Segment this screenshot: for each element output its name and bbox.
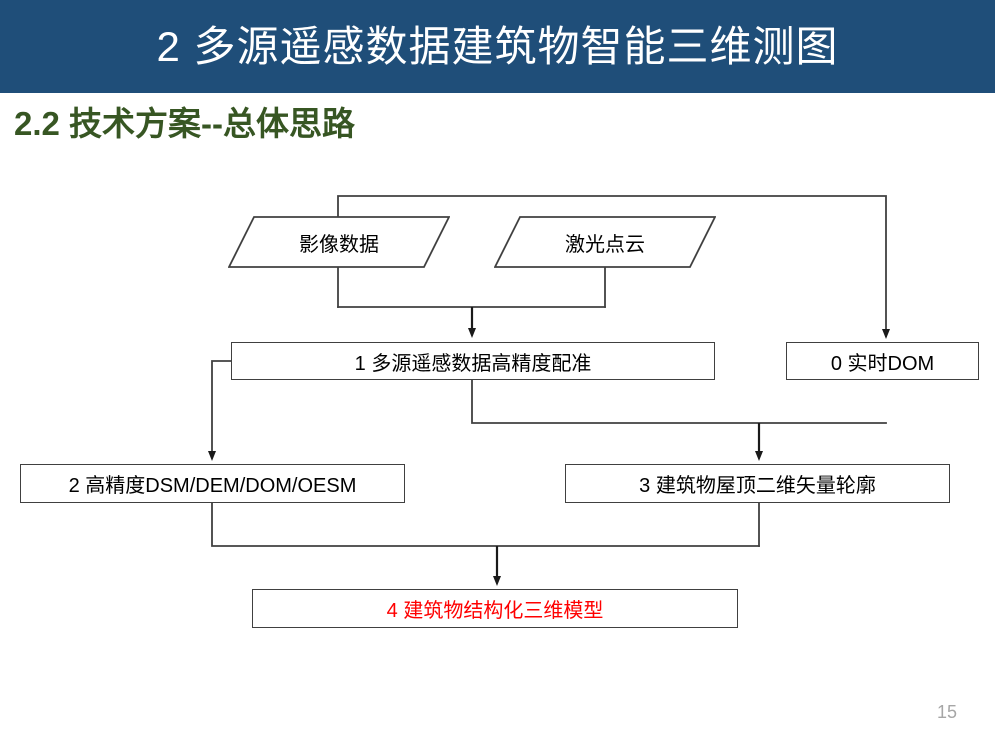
flow-node-input-lidar-label: 激光点云	[565, 233, 645, 256]
section-subtitle: 2.2 技术方案--总体思路	[14, 105, 356, 142]
edge-node1-node0-merge	[471, 379, 887, 424]
page-number: 15	[936, 702, 957, 722]
flow-node-4-label: 4 建筑物结构化三维模型	[386, 600, 604, 622]
flow-node-input-lidar[interactable]: 激光点云	[494, 216, 716, 268]
slide-header-title: 2 多源遥感数据建筑物智能三维测图	[156, 22, 839, 70]
flow-node-input-image-label: 影像数据	[299, 233, 379, 256]
flow-node-1[interactable]: 1 多源遥感数据高精度配准	[231, 342, 715, 380]
flow-node-0-label: 0 实时DOM	[830, 352, 935, 375]
flow-node-2-label: 2 高精度DSM/DEM/DOM/OESM	[68, 475, 357, 497]
flow-node-2[interactable]: 2 高精度DSM/DEM/DOM/OESM	[20, 464, 405, 503]
edge-node2-to-merge	[211, 502, 760, 547]
flow-node-4[interactable]: 4 建筑物结构化三维模型	[252, 589, 738, 628]
flow-node-1-label: 1 多源遥感数据高精度配准	[354, 352, 592, 375]
flow-node-3-label: 3 建筑物屋顶二维矢量轮廓	[639, 475, 876, 497]
flow-node-3[interactable]: 3 建筑物屋顶二维矢量轮廓	[565, 464, 950, 503]
parallelogram-shape-icon	[494, 216, 716, 268]
flow-node-0[interactable]: 0 实时DOM	[786, 342, 979, 380]
parallelogram-shape-icon	[228, 216, 450, 268]
slide-header-band: 2 多源遥感数据建筑物智能三维测图	[0, 0, 995, 93]
edge-node1-to-node2	[211, 360, 232, 458]
flow-node-input-image[interactable]: 影像数据	[228, 216, 450, 268]
